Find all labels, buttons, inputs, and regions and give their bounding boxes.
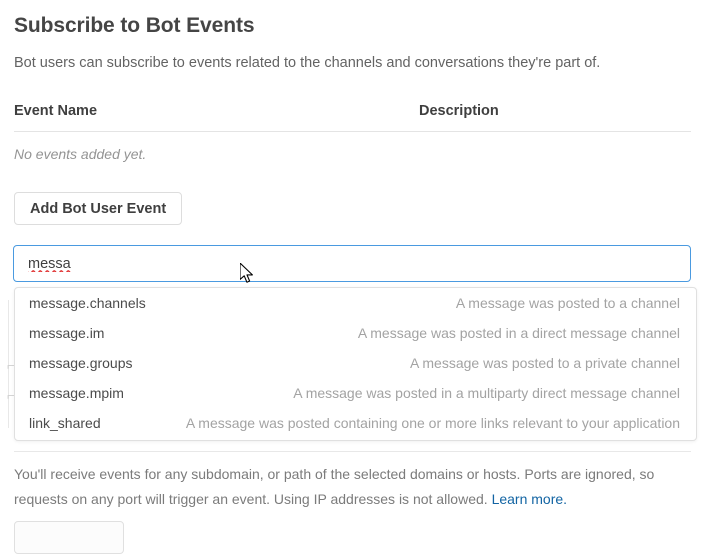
section-divider (14, 451, 691, 452)
suggestion-name: message.groups (29, 355, 133, 371)
suggestion-item[interactable]: message.mpim A message was posted in a m… (15, 378, 696, 408)
suggestion-description: A message was posted to a private channe… (409, 355, 680, 371)
column-header-event-name: Event Name (14, 103, 98, 119)
suggestion-description: A message was posted containing one or m… (185, 415, 680, 431)
page-title: Subscribe to Bot Events (14, 14, 255, 37)
column-header-description: Description (419, 103, 499, 119)
suggestion-name: link_shared (29, 415, 101, 431)
background-artifact-rule (8, 300, 9, 428)
footer-help-text: You'll receive events for any subdomain,… (14, 462, 686, 512)
events-table-empty-message: No events added yet. (14, 146, 147, 162)
suggestion-item[interactable]: message.groups A message was posted to a… (15, 348, 696, 378)
suggestion-name: message.mpim (29, 385, 124, 401)
footer-help-sentence: You'll receive events for any subdomain,… (14, 466, 655, 507)
event-search-input[interactable] (28, 255, 676, 272)
add-bot-user-event-button[interactable]: Add Bot User Event (14, 192, 183, 225)
table-header-divider (14, 131, 691, 132)
suggestion-description: A message was posted in a multiparty dir… (293, 385, 680, 401)
suggestion-name: message.channels (29, 295, 146, 311)
page-description: Bot users can subscribe to events relate… (14, 55, 601, 71)
bot-events-page: Subscribe to Bot Events Bot users can su… (7, 14, 697, 554)
events-table-header: Event Name Description (14, 103, 690, 123)
suggestion-description: A message was posted to a channel (455, 295, 680, 311)
suggestion-item[interactable]: message.im A message was posted in a dir… (15, 318, 696, 348)
event-search-field[interactable] (13, 245, 691, 282)
learn-more-link[interactable]: Learn more. (491, 491, 568, 507)
suggestion-item[interactable]: link_shared A message was posted contain… (15, 408, 696, 438)
background-artifact-mark: ⌐ (7, 358, 15, 373)
footer-action-button[interactable] (14, 521, 124, 554)
suggestion-description: A message was posted in a direct message… (357, 325, 680, 341)
background-artifact-mark: ⌐ (7, 388, 15, 403)
suggestion-name: message.im (29, 325, 105, 341)
event-suggestions-dropdown[interactable]: message.channels A message was posted to… (14, 287, 697, 441)
suggestion-item[interactable]: message.channels A message was posted to… (15, 288, 696, 318)
